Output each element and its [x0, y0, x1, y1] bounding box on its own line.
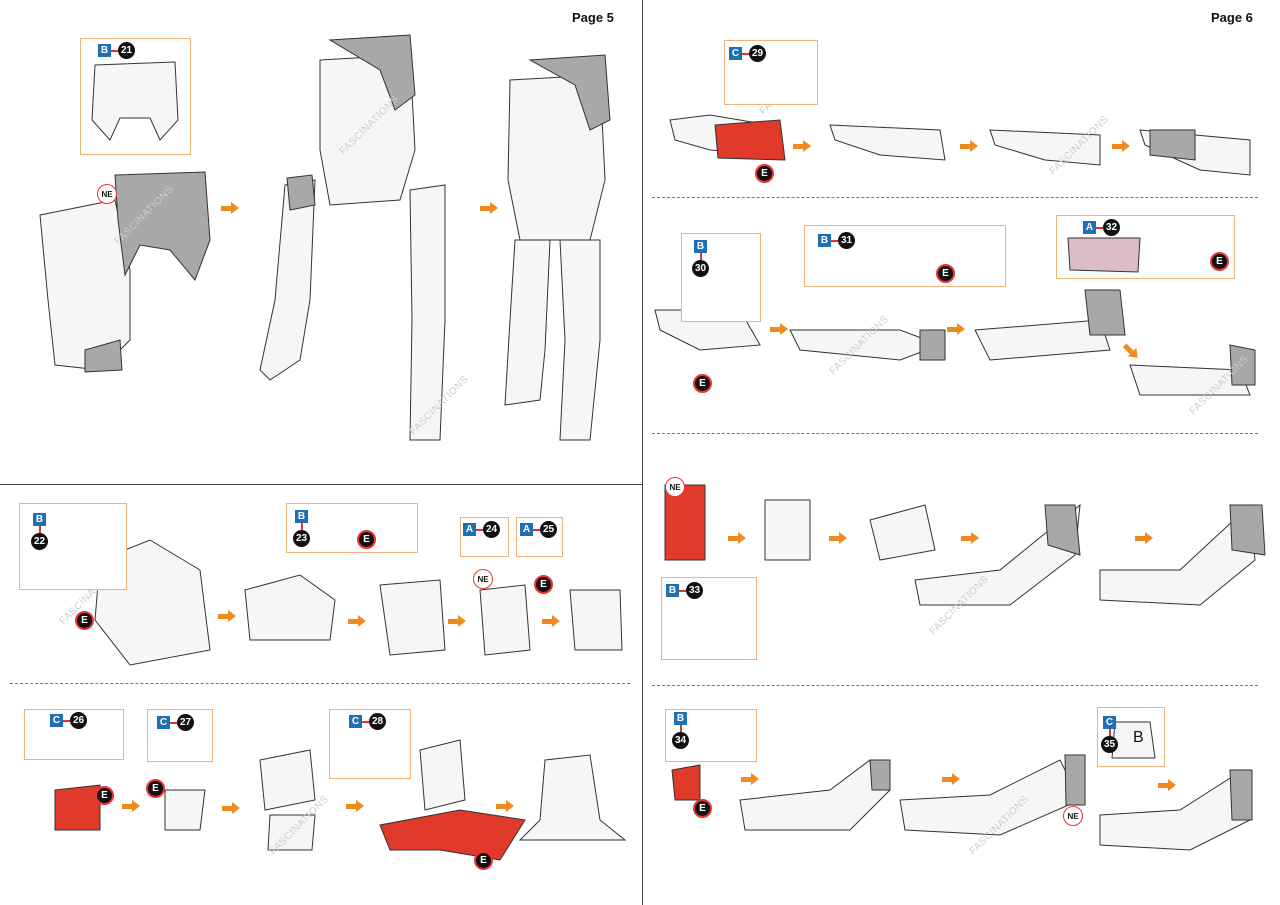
- part-number: 30: [692, 260, 709, 277]
- sheet-letter: A: [463, 523, 476, 536]
- ne-marker: NE: [473, 569, 493, 589]
- part-number: 28: [369, 713, 386, 730]
- page-number-left: Page 5: [572, 10, 614, 25]
- sheet-letter: B: [694, 240, 707, 253]
- e-marker: E: [1210, 252, 1229, 271]
- part-number: 34: [672, 732, 689, 749]
- part-number: 23: [293, 530, 310, 547]
- part-number: 29: [749, 45, 766, 62]
- sheet-letter: C: [1103, 716, 1116, 729]
- part-badge-21: B 21: [98, 42, 135, 59]
- part-number: 33: [686, 582, 703, 599]
- sheet-letter: C: [729, 47, 742, 60]
- ne-marker: NE: [665, 477, 685, 497]
- sheet-letter: A: [1083, 221, 1096, 234]
- sheet-letter: B: [666, 584, 679, 597]
- part-number: 24: [483, 521, 500, 538]
- sheet-letter: B: [33, 513, 46, 526]
- part-badge-29: C 29: [729, 45, 766, 62]
- e-marker: E: [755, 164, 774, 183]
- e-marker: E: [474, 851, 493, 870]
- sheet-letter: C: [157, 716, 170, 729]
- section-divider: [0, 484, 642, 485]
- sheet-letter: B: [818, 234, 831, 247]
- part-number: 27: [177, 714, 194, 731]
- e-marker: E: [75, 611, 94, 630]
- e-marker: E: [693, 799, 712, 818]
- part-number: 35: [1101, 736, 1118, 753]
- e-marker: E: [936, 264, 955, 283]
- sheet-letter: C: [50, 714, 63, 727]
- e-marker: E: [693, 374, 712, 393]
- part-badge-32: A 32: [1083, 219, 1120, 236]
- part-badge-33: B 33: [666, 582, 703, 599]
- part-badge-24: A 24: [463, 521, 500, 538]
- sheet-letter: B: [674, 712, 687, 725]
- part-badge-23: B 23: [293, 510, 310, 547]
- sheet-letter: A: [520, 523, 533, 536]
- part-badge-28: C 28: [349, 713, 386, 730]
- e-marker: E: [534, 575, 553, 594]
- step-divider: [652, 197, 1258, 198]
- part-badge-27: C 27: [157, 714, 194, 731]
- part-badge-22: B 22: [31, 513, 48, 550]
- step-divider: [10, 683, 630, 684]
- part-badge-34: B 34: [672, 712, 689, 749]
- part-badge-35: C 35: [1101, 716, 1118, 753]
- step-divider: [652, 685, 1258, 686]
- page-divider: [642, 0, 643, 905]
- part-callout-31: [804, 225, 1006, 287]
- ne-marker: NE: [1063, 806, 1083, 826]
- part-callout-23: [286, 503, 418, 553]
- step-divider: [652, 433, 1258, 434]
- ne-marker: NE: [97, 184, 117, 204]
- sheet-letter: C: [349, 715, 362, 728]
- part-number: 31: [838, 232, 855, 249]
- part-badge-31: B 31: [818, 232, 855, 249]
- e-marker: E: [95, 786, 114, 805]
- part-number: 32: [1103, 219, 1120, 236]
- e-marker: E: [357, 530, 376, 549]
- part-badge-25: A 25: [520, 521, 557, 538]
- part-badge-30: B 30: [692, 240, 709, 277]
- piece-label: B: [1133, 729, 1144, 746]
- part-number: 21: [118, 42, 135, 59]
- page-number-right: Page 6: [1211, 10, 1253, 25]
- part-number: 22: [31, 533, 48, 550]
- e-marker: E: [146, 779, 165, 798]
- part-number: 25: [540, 521, 557, 538]
- sheet-letter: B: [295, 510, 308, 523]
- part-number: 26: [70, 712, 87, 729]
- sheet-letter: B: [98, 44, 111, 57]
- part-badge-26: C 26: [50, 712, 87, 729]
